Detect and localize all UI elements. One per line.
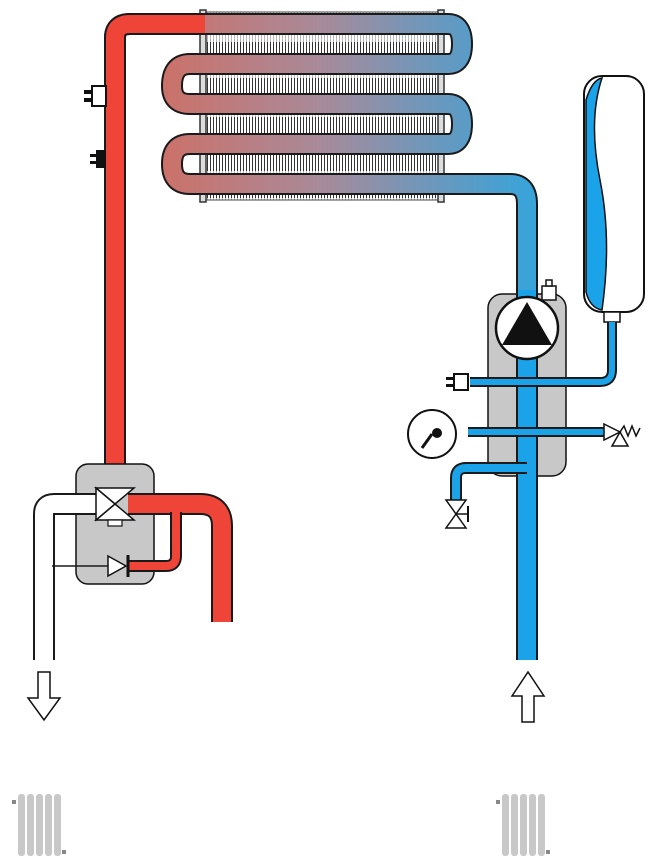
return-in-arrow (510, 670, 546, 723)
pressure-switch (446, 373, 469, 391)
expansion-vessel (583, 75, 645, 323)
overheat-thermostat (90, 150, 106, 168)
temperature-sensor (84, 85, 107, 107)
radiator-right (496, 794, 550, 856)
bypass-valve (107, 554, 130, 578)
pressure-gauge (407, 409, 457, 459)
flow-out-arrow (26, 671, 62, 722)
air-vent (541, 279, 557, 301)
circulation-pump (494, 295, 560, 361)
heat-exchanger-coil (104, 13, 538, 470)
drain-valve (444, 499, 469, 529)
three-way-valve (93, 486, 137, 527)
return-line-left (33, 493, 108, 660)
safety-valve (603, 422, 641, 447)
radiator-left (12, 794, 66, 856)
flow-pipe (104, 13, 205, 470)
flow-pipe-right (128, 493, 233, 622)
